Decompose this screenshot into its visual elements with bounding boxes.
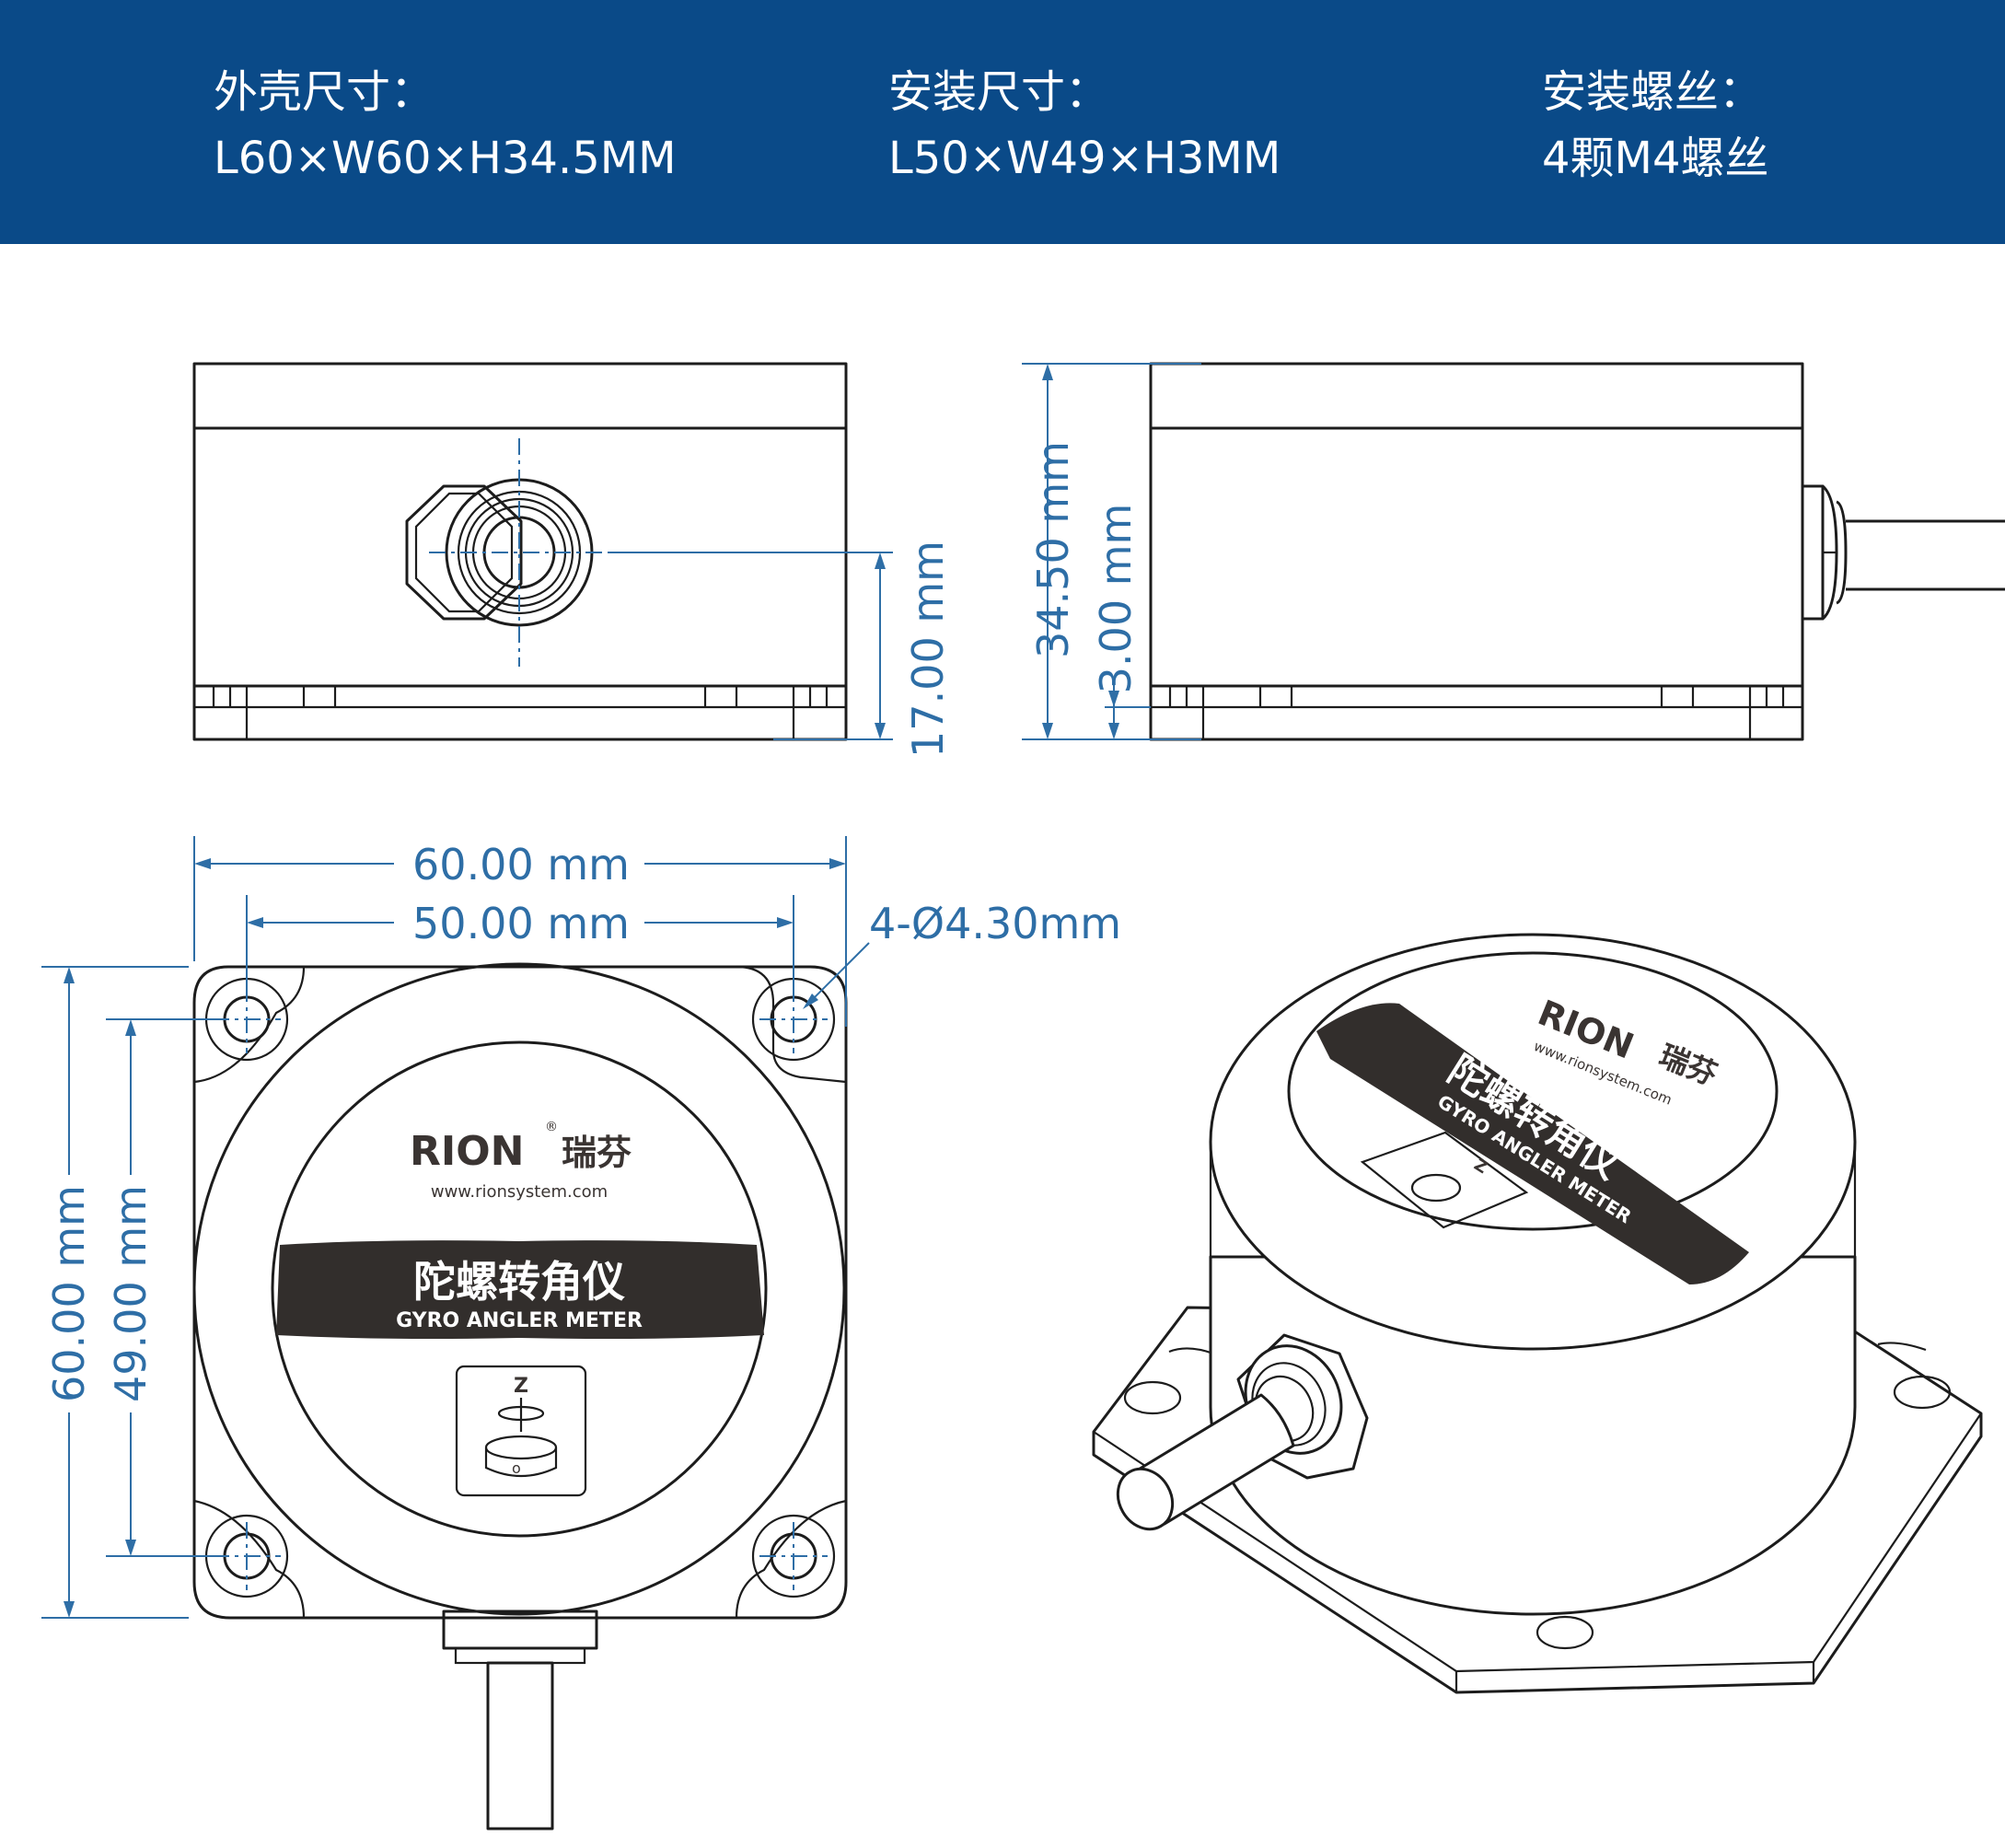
iso-cable-end <box>1116 1467 1175 1531</box>
cable-gland-top <box>442 1610 598 1831</box>
brand-logo-cn: 瑞芬 <box>562 1133 632 1173</box>
cable-gland-side <box>1801 484 2005 621</box>
iso-cable-gland <box>1116 1333 1369 1531</box>
website: www.rionsystem.com <box>431 1182 608 1202</box>
axis-icon-box <box>455 1365 587 1497</box>
registered-mark: ® <box>545 1120 558 1134</box>
dim-total-height: 34.50 mm <box>1028 441 1078 658</box>
top-label-area <box>271 1040 768 1538</box>
iso-axis-icon-box <box>1360 1131 1529 1229</box>
brand-logo: RION <box>410 1128 524 1175</box>
spec-mounting-screws: 安装螺丝： 4颗M4螺丝 <box>1542 64 1769 186</box>
header-bar: 外壳尺寸： L60×W60×H34.5MM 安装尺寸： L50×W49×H3MM… <box>0 0 2005 244</box>
dim-width-holes: 50.00 mm <box>412 899 630 948</box>
dim-base-height: 3.00 mm <box>1091 504 1141 694</box>
iso-label-area <box>1287 951 1779 1231</box>
top-housing-outer <box>192 962 846 1616</box>
front-view: 17.00 mm <box>192 362 953 758</box>
isometric-view: 陀螺转角仪 GYRO ANGLER METER RION 瑞芬 www.rion… <box>1092 933 1983 1694</box>
dim-height-outer: 60.00 mm <box>44 1185 94 1402</box>
dim-height-holes: 49.00 mm <box>106 1185 156 1402</box>
top-view: 陀螺转角仪 GYRO ANGLER METER RION 瑞芬 ® www.ri… <box>41 836 1121 1831</box>
axis-label: Z <box>514 1375 528 1398</box>
product-name-en: GYRO ANGLER METER <box>396 1309 643 1332</box>
dim-width-outer: 60.00 mm <box>412 840 630 889</box>
side-view: 34.50 mm 3.00 mm <box>1022 362 2005 741</box>
dim-hole-spec: 4-Ø4.30mm <box>869 899 1121 948</box>
spec-label: 安装螺丝： <box>1542 66 1764 118</box>
spec-value: L50×W49×H3MM <box>888 133 1281 184</box>
spec-value: L60×W60×H34.5MM <box>214 133 677 184</box>
spec-housing-size: 外壳尺寸： L60×W60×H34.5MM <box>214 64 677 186</box>
spec-value: 4颗M4螺丝 <box>1542 133 1769 184</box>
top-base-plate <box>192 965 848 1620</box>
iso-housing-body <box>1209 1255 1857 1616</box>
side-housing <box>1149 362 1804 741</box>
origin-label: o <box>512 1459 521 1477</box>
product-name-cn: 陀螺转角仪 <box>413 1257 625 1307</box>
dim-gland-height: 17.00 mm <box>903 540 953 758</box>
spec-label: 安装尺寸： <box>888 66 1110 118</box>
spec-mounting-size: 安装尺寸： L50×W49×H3MM <box>888 64 1281 186</box>
spec-label: 外壳尺寸： <box>214 66 435 118</box>
rotation-arrow-icon <box>497 1405 545 1422</box>
